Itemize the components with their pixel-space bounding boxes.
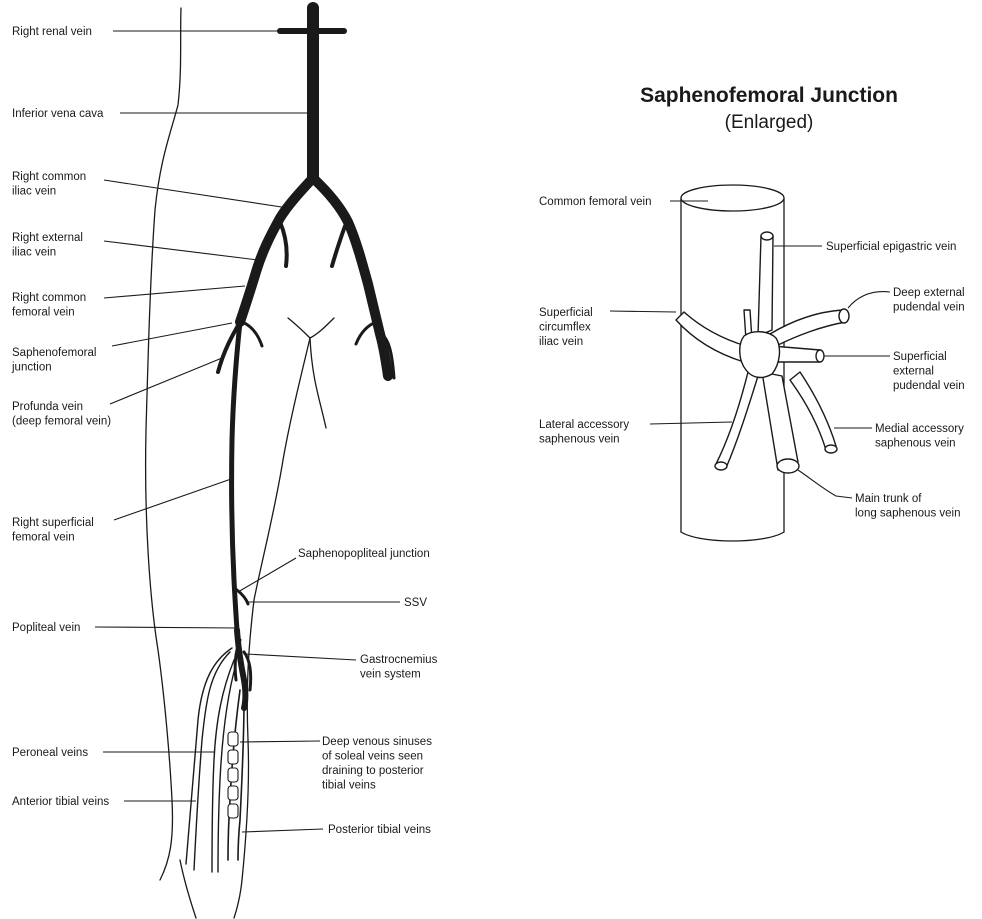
left-common-iliac <box>313 178 388 376</box>
label-right-external-iliac-vein: Right external iliac vein <box>12 232 83 259</box>
label-main-trunk-long-saphenous-vein: Main trunk of long saphenous vein <box>855 493 961 520</box>
label-peroneal-veins: Peroneal veins <box>12 747 88 759</box>
label-superficial-circumflex-iliac-vein: Superficial circumflex iliac vein <box>539 307 593 348</box>
label-line: Profunda vein <box>12 401 83 413</box>
label-line: tibial veins <box>322 780 376 792</box>
label-line: pudendal vein <box>893 302 965 314</box>
label-line: SSV <box>404 597 427 609</box>
leg-inner-thigh <box>310 338 326 428</box>
label-line: pudendal vein <box>893 380 965 392</box>
long-saphenous-main-trunk <box>762 372 798 470</box>
label-deep-venous-sinuses: Deep venous sinuses of soleal veins seen d… <box>322 736 432 792</box>
label-lateral-accessory-saphenous-vein: Lateral accessory saphenous vein <box>539 419 629 446</box>
label-line: Deep venous sinuses <box>322 736 432 748</box>
label-line: saphenous vein <box>539 434 620 446</box>
label-line: Saphenopopliteal junction <box>298 548 430 560</box>
label-line: long saphenous vein <box>855 508 961 520</box>
label-line: iliac vein <box>12 186 56 198</box>
junction-hub <box>740 332 780 378</box>
label-line: Right renal vein <box>12 26 92 38</box>
leg-labels: Right renal vein Inferior vena cava Righ… <box>11 26 438 836</box>
label-right-common-iliac-vein: Right common iliac vein <box>12 171 86 198</box>
label-ssv: SSV <box>404 597 427 609</box>
label-gastrocnemius-vein-system: Gastrocnemius vein system <box>360 654 438 681</box>
label-line: Right superficial <box>12 517 94 529</box>
tributary-veins <box>676 232 849 473</box>
label-deep-external-pudendal-vein: Deep external pudendal vein <box>893 287 965 314</box>
deep-external-pudendal-vein <box>770 310 846 346</box>
inset-title: Saphenofemoral Junction <box>640 84 898 107</box>
label-line: Gastrocnemius <box>360 654 438 666</box>
label-popliteal-vein: Popliteal vein <box>12 622 80 634</box>
label-line: iliac vein <box>539 336 583 348</box>
label-line: vein system <box>360 669 421 681</box>
leg-illustration <box>146 8 334 918</box>
label-line: Superficial <box>539 307 593 319</box>
label-line: draining to posterior <box>322 765 424 777</box>
label-line: Saphenofemoral <box>12 347 96 359</box>
label-line: of soleal veins seen <box>322 751 423 763</box>
label-line: Superficial <box>893 351 947 363</box>
left-internal-iliac-stub <box>332 226 345 266</box>
soleal-sinuses <box>228 732 238 818</box>
label-line: Inferior vena cava <box>12 108 104 120</box>
right-common-iliac <box>240 178 313 322</box>
label-line: Deep external <box>893 287 965 299</box>
label-superficial-epigastric-vein: Superficial epigastric vein <box>826 241 956 253</box>
superficial-circumflex-iliac-vein <box>676 312 746 362</box>
label-right-renal-vein: Right renal vein <box>12 26 92 38</box>
label-line: circumflex <box>539 322 591 334</box>
label-profunda-vein: Profunda vein (deep femoral vein) <box>12 401 111 428</box>
label-line: Superficial epigastric vein <box>826 241 956 253</box>
label-line: femoral vein <box>12 307 75 319</box>
superficial-epigastric-vein <box>758 236 773 336</box>
anterior-tibial-veins <box>186 648 232 870</box>
label-line: Peroneal veins <box>12 747 88 759</box>
label-line: Anterior tibial veins <box>12 796 109 808</box>
label-line: Posterior tibial veins <box>328 824 431 836</box>
label-common-femoral-vein: Common femoral vein <box>539 196 651 208</box>
label-line: femoral vein <box>12 532 75 544</box>
label-saphenopopliteal-junction: Saphenopopliteal junction <box>298 548 430 560</box>
label-saphenofemoral-junction: Saphenofemoral junction <box>11 347 96 374</box>
label-line: Right external <box>12 232 83 244</box>
label-anterior-tibial-veins: Anterior tibial veins <box>12 796 109 808</box>
label-line: Right common <box>12 171 86 183</box>
label-line: (deep femoral vein) <box>12 416 111 428</box>
leg-inner-contour <box>288 318 334 338</box>
label-right-superficial-femoral-vein: Right superficial femoral vein <box>12 517 94 544</box>
label-superficial-external-pudendal-vein: Superficial external pudendal vein <box>893 351 965 392</box>
label-line: Right common <box>12 292 86 304</box>
label-line: junction <box>11 362 52 374</box>
saphenofemoral-branch <box>242 322 262 346</box>
leg-outer-contour <box>146 8 181 880</box>
label-line: Medial accessory <box>875 423 964 435</box>
right-internal-iliac-stub <box>280 222 287 266</box>
label-posterior-tibial-veins: Posterior tibial veins <box>328 824 431 836</box>
superficial-femoral-vein <box>232 322 240 630</box>
label-right-common-femoral-vein: Right common femoral vein <box>12 292 86 319</box>
inset-subtitle: (Enlarged) <box>725 112 814 133</box>
label-line: iliac vein <box>12 247 56 259</box>
label-line: external <box>893 366 934 378</box>
label-medial-accessory-saphenous-vein: Medial accessory saphenous vein <box>875 423 964 450</box>
label-line: Main trunk of <box>855 493 922 505</box>
label-line: saphenous vein <box>875 438 956 450</box>
label-line: Common femoral vein <box>539 196 651 208</box>
saphenofemoral-inset: Saphenofemoral Junction (Enlarged) <box>539 84 965 541</box>
label-line: Lateral accessory <box>539 419 629 431</box>
label-line: Popliteal vein <box>12 622 80 634</box>
label-inferior-vena-cava: Inferior vena cava <box>12 108 104 120</box>
lateral-accessory-saphenous-vein <box>716 372 758 468</box>
medial-accessory-saphenous-vein <box>790 372 836 450</box>
